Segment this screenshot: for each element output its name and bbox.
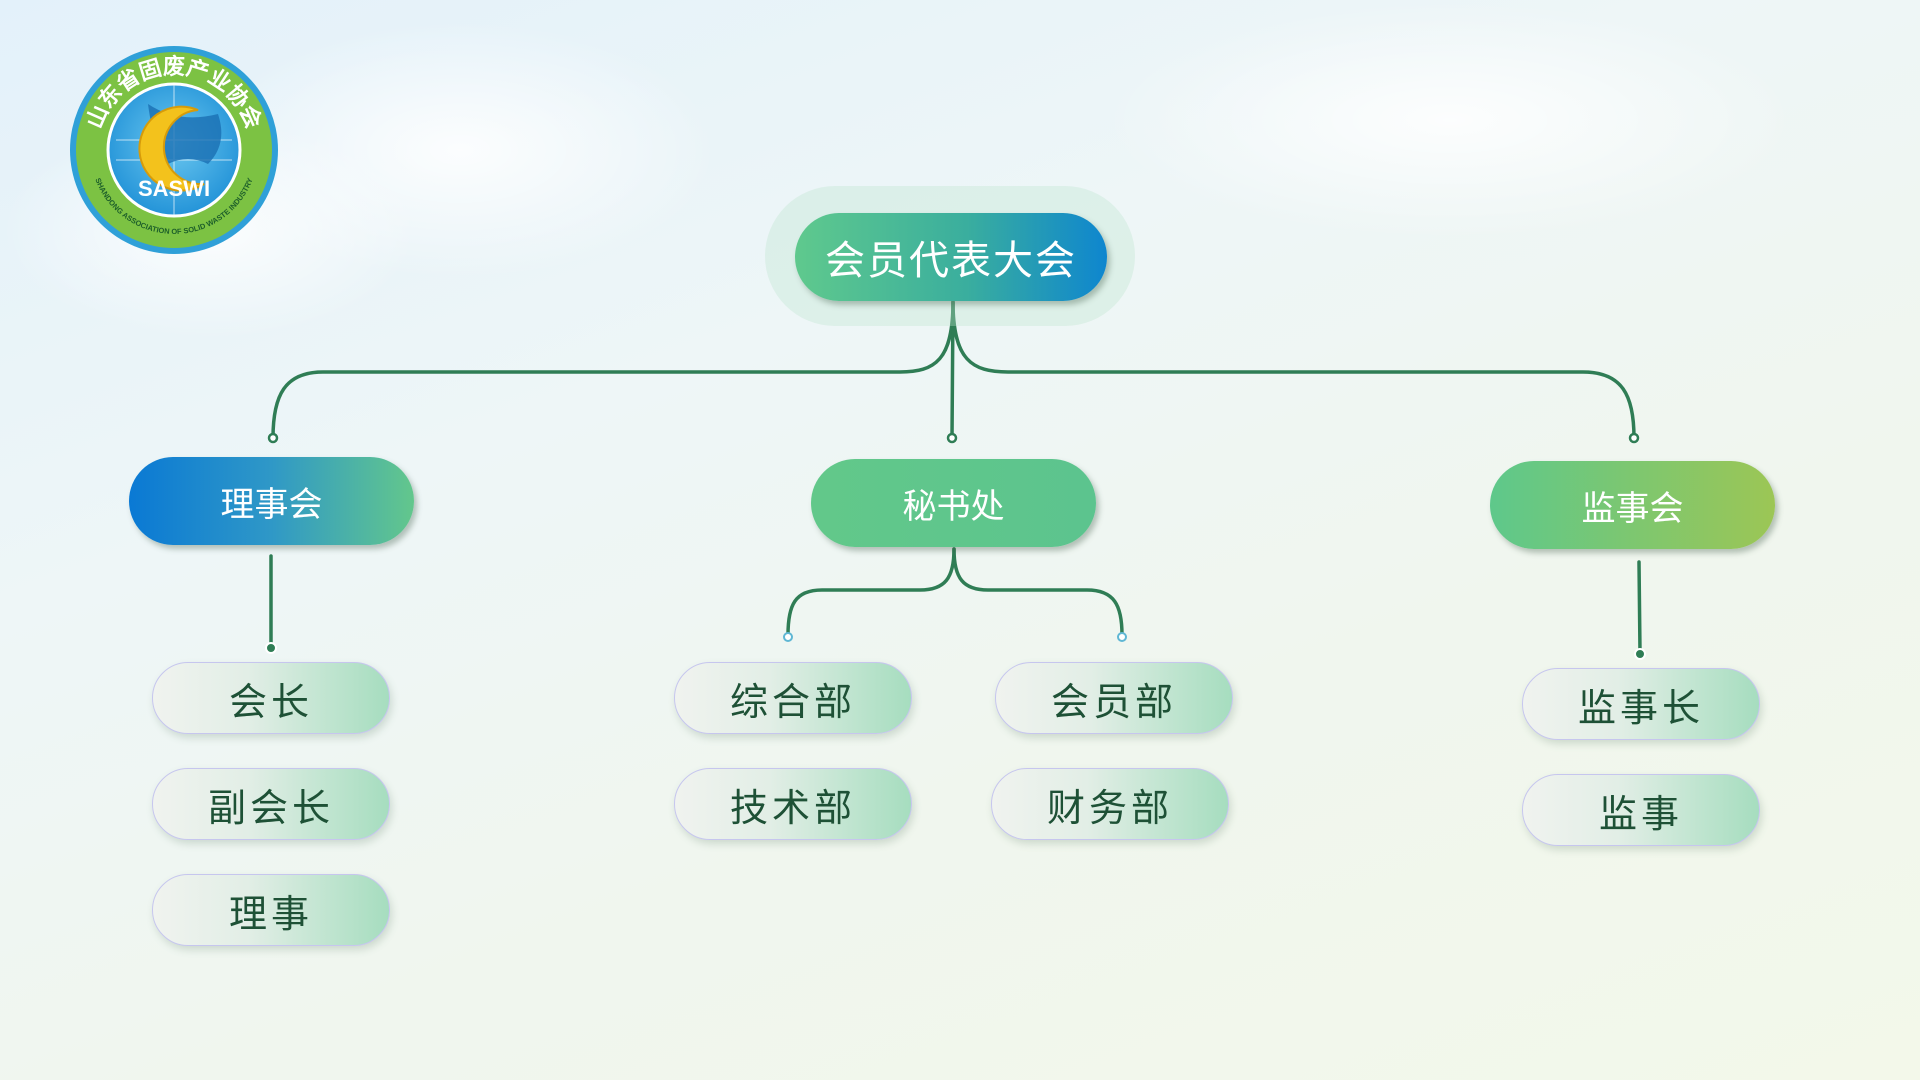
node-secretariat: 秘书处 bbox=[811, 459, 1096, 547]
connector-dot bbox=[783, 632, 793, 642]
logo-abbr: SASWI bbox=[138, 176, 210, 201]
connector-dot bbox=[265, 642, 277, 654]
node-technical-dept: 技术部 bbox=[674, 768, 912, 840]
connector-supervisory-children bbox=[1637, 560, 1642, 654]
connector-secretariat-left bbox=[786, 547, 956, 637]
node-member-congress: 会员代表大会 bbox=[795, 213, 1107, 301]
node-membership-dept: 会员部 bbox=[995, 662, 1233, 734]
connector-root-board bbox=[271, 300, 955, 440]
connector-dot bbox=[267, 432, 279, 444]
connector-dot bbox=[1117, 632, 1127, 642]
node-president: 会长 bbox=[152, 662, 390, 734]
node-general-affairs-dept: 综合部 bbox=[674, 662, 912, 734]
connector-dot bbox=[1634, 648, 1646, 660]
connector-root-supervisory bbox=[951, 300, 1636, 440]
node-supervisor: 监事 bbox=[1522, 774, 1760, 846]
node-director: 理事 bbox=[152, 874, 390, 946]
node-chief-supervisor: 监事长 bbox=[1522, 668, 1760, 740]
node-finance-dept: 财务部 bbox=[991, 768, 1229, 840]
connector-dot bbox=[946, 432, 958, 444]
connector-dot bbox=[1628, 432, 1640, 444]
node-supervisory-board: 监事会 bbox=[1490, 461, 1775, 549]
node-board-of-directors: 理事会 bbox=[129, 457, 414, 545]
association-logo: SASWI 山东省固废产业协会 SHANDONG ASSOCIATION OF … bbox=[68, 44, 280, 256]
node-vice-president: 副会长 bbox=[152, 768, 390, 840]
connector-secretariat-right bbox=[952, 547, 1124, 637]
